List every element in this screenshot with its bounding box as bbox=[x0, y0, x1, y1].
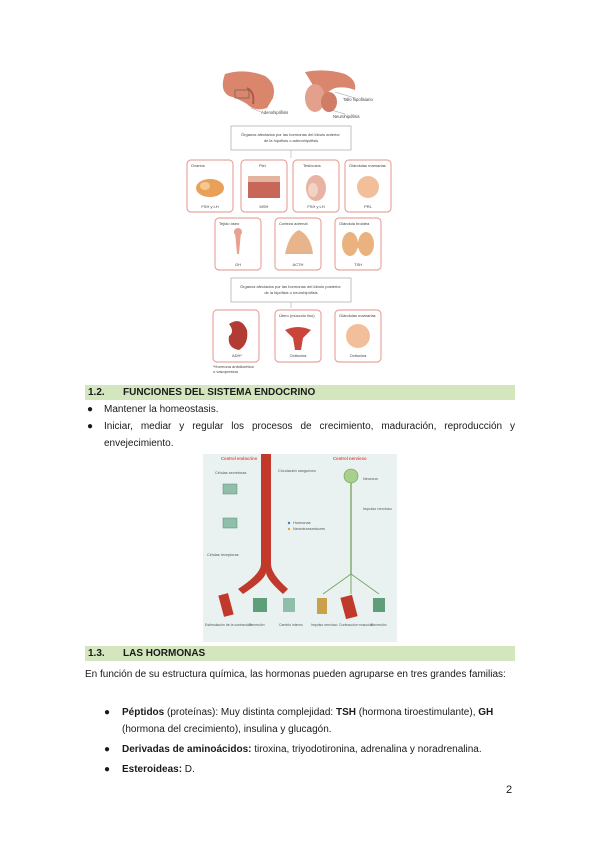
organ-box-glandulas-mamarias: Glándulas mamarias PRL bbox=[344, 159, 392, 213]
bottom-left-label-2: Secreción bbox=[249, 623, 265, 627]
hormone-families-list: ● Péptidos (proteínas): Muy distinta com… bbox=[104, 704, 515, 781]
svg-text:Glándulas mamarias: Glándulas mamarias bbox=[339, 313, 376, 318]
list-item: ● Derivadas de aminoácidos: tiroxina, tr… bbox=[104, 741, 515, 758]
svg-text:ACTH: ACTH bbox=[293, 262, 304, 267]
organ-box-utero: Útero (músculo liso) Oxitocina bbox=[274, 309, 322, 363]
section-number: 1.3. bbox=[88, 648, 105, 659]
bullet-icon: ● bbox=[104, 707, 111, 718]
list-item: ● Mantener la homeostasis. bbox=[85, 401, 515, 418]
organ-box-ovarios: Ovarios FSH y LH bbox=[186, 159, 234, 213]
footnote: *Hormona antidiurética o vasopresina bbox=[213, 364, 255, 374]
bottom-right-label-3: Secreción bbox=[371, 623, 387, 627]
list-item: ● Iniciar, mediar y regular los procesos… bbox=[85, 418, 515, 452]
svg-text:PRL: PRL bbox=[364, 204, 373, 209]
svg-text:Oxitocina: Oxitocina bbox=[350, 353, 367, 358]
celulas-secretoras-label: Células secretoras bbox=[215, 471, 247, 475]
control-nervioso-label: Control nervioso bbox=[333, 456, 367, 461]
svg-text:Oxitocina: Oxitocina bbox=[290, 353, 307, 358]
svg-text:MSH: MSH bbox=[260, 204, 269, 209]
svg-text:Testículos: Testículos bbox=[303, 163, 321, 168]
neurona-label: Neurona bbox=[363, 477, 378, 481]
legend-hormonas: Hormonas bbox=[293, 521, 311, 525]
circulacion-label: Circulación sanguínea bbox=[278, 469, 316, 473]
list-item: ● Esteroideas: D. bbox=[104, 761, 515, 778]
organ-box-piel: Piel MSH bbox=[240, 159, 288, 213]
organ-box-testiculos: Testículos FSH y LH bbox=[292, 159, 340, 213]
adenohipofisis-label: Adenohipófisis bbox=[261, 110, 288, 115]
control-endocrino-label: Control endocrino bbox=[221, 456, 258, 461]
hypophysis-figure: Adenohipófisis Tallo hipofisiario Neuroh… bbox=[185, 68, 395, 378]
intro-paragraph: En función de su estructura química, las… bbox=[85, 669, 506, 680]
legend-neuro: Neurotransmisores bbox=[293, 527, 325, 531]
section-title: FUNCIONES DEL SISTEMA ENDOCRINO bbox=[123, 387, 316, 398]
bullet-icon: ● bbox=[104, 764, 111, 775]
svg-text:FSH y LH: FSH y LH bbox=[201, 204, 218, 209]
posterior-header-text: Órganos afectados por las hormonas del l… bbox=[240, 284, 342, 295]
bottom-left-label-3: Cambio interno bbox=[279, 623, 303, 627]
svg-text:Útero (músculo liso): Útero (músculo liso) bbox=[279, 313, 315, 318]
svg-text:ADH*: ADH* bbox=[232, 353, 242, 358]
svg-text:GH: GH bbox=[235, 262, 241, 267]
section-header-funciones: 1.2. FUNCIONES DEL SISTEMA ENDOCRINO bbox=[85, 385, 515, 400]
bullet-icon: ● bbox=[104, 744, 111, 755]
organ-box-glandulas-mamarias-2: Glándulas mamarias Oxitocina bbox=[334, 309, 382, 363]
section-header-hormonas: 1.3. LAS HORMONAS bbox=[85, 646, 515, 661]
section-number: 1.2. bbox=[88, 387, 105, 398]
celulas-receptoras-label: Células receptoras bbox=[207, 553, 239, 557]
svg-text:Ovarios: Ovarios bbox=[191, 163, 205, 168]
svg-text:Corteza adrenal: Corteza adrenal bbox=[279, 221, 308, 226]
bottom-left-label-1: Estimulación de la contracción bbox=[205, 623, 252, 627]
page-number: 2 bbox=[506, 784, 513, 796]
organ-box-tejido-oseo: Tejido óseo GH bbox=[214, 217, 262, 271]
organ-box-corteza-adrenal: Corteza adrenal ACTH bbox=[274, 217, 322, 271]
tallo-label: Tallo hipofisiario bbox=[343, 97, 373, 102]
bullet-icon: ● bbox=[87, 421, 94, 432]
svg-text:FSH y LH: FSH y LH bbox=[307, 204, 324, 209]
neurohipofisis-label: Neurohipófisis bbox=[333, 114, 360, 119]
anterior-header-text: Órganos afectados por las hormonas del l… bbox=[241, 132, 341, 143]
svg-text:TSH: TSH bbox=[354, 262, 362, 267]
bullet-icon: ● bbox=[87, 404, 94, 415]
bottom-right-label-1: Impulso nervioso bbox=[311, 623, 338, 627]
hypophysis-illustration bbox=[222, 70, 356, 115]
svg-text:Glándulas mamarias: Glándulas mamarias bbox=[349, 163, 386, 168]
functions-list: ● Mantener la homeostasis. ● Iniciar, me… bbox=[85, 401, 515, 452]
organ-box-glandula-tiroidea: Glándula tiroidea TSH bbox=[334, 217, 382, 271]
organ-box-rinon: ADH* bbox=[212, 309, 260, 363]
posterior-header-box bbox=[230, 277, 352, 303]
bottom-right-label-2: Contracción muscular bbox=[339, 623, 374, 627]
control-figure: Control endocrino Control nervioso Célul… bbox=[203, 454, 397, 642]
svg-text:Glándula tiroidea: Glándula tiroidea bbox=[339, 221, 370, 226]
section-title: LAS HORMONAS bbox=[123, 648, 206, 659]
svg-text:Tejido óseo: Tejido óseo bbox=[219, 221, 240, 226]
list-item: ● Péptidos (proteínas): Muy distinta com… bbox=[104, 704, 515, 738]
impulso-label: Impulso nervioso bbox=[363, 507, 392, 511]
svg-text:Piel: Piel bbox=[259, 163, 266, 168]
